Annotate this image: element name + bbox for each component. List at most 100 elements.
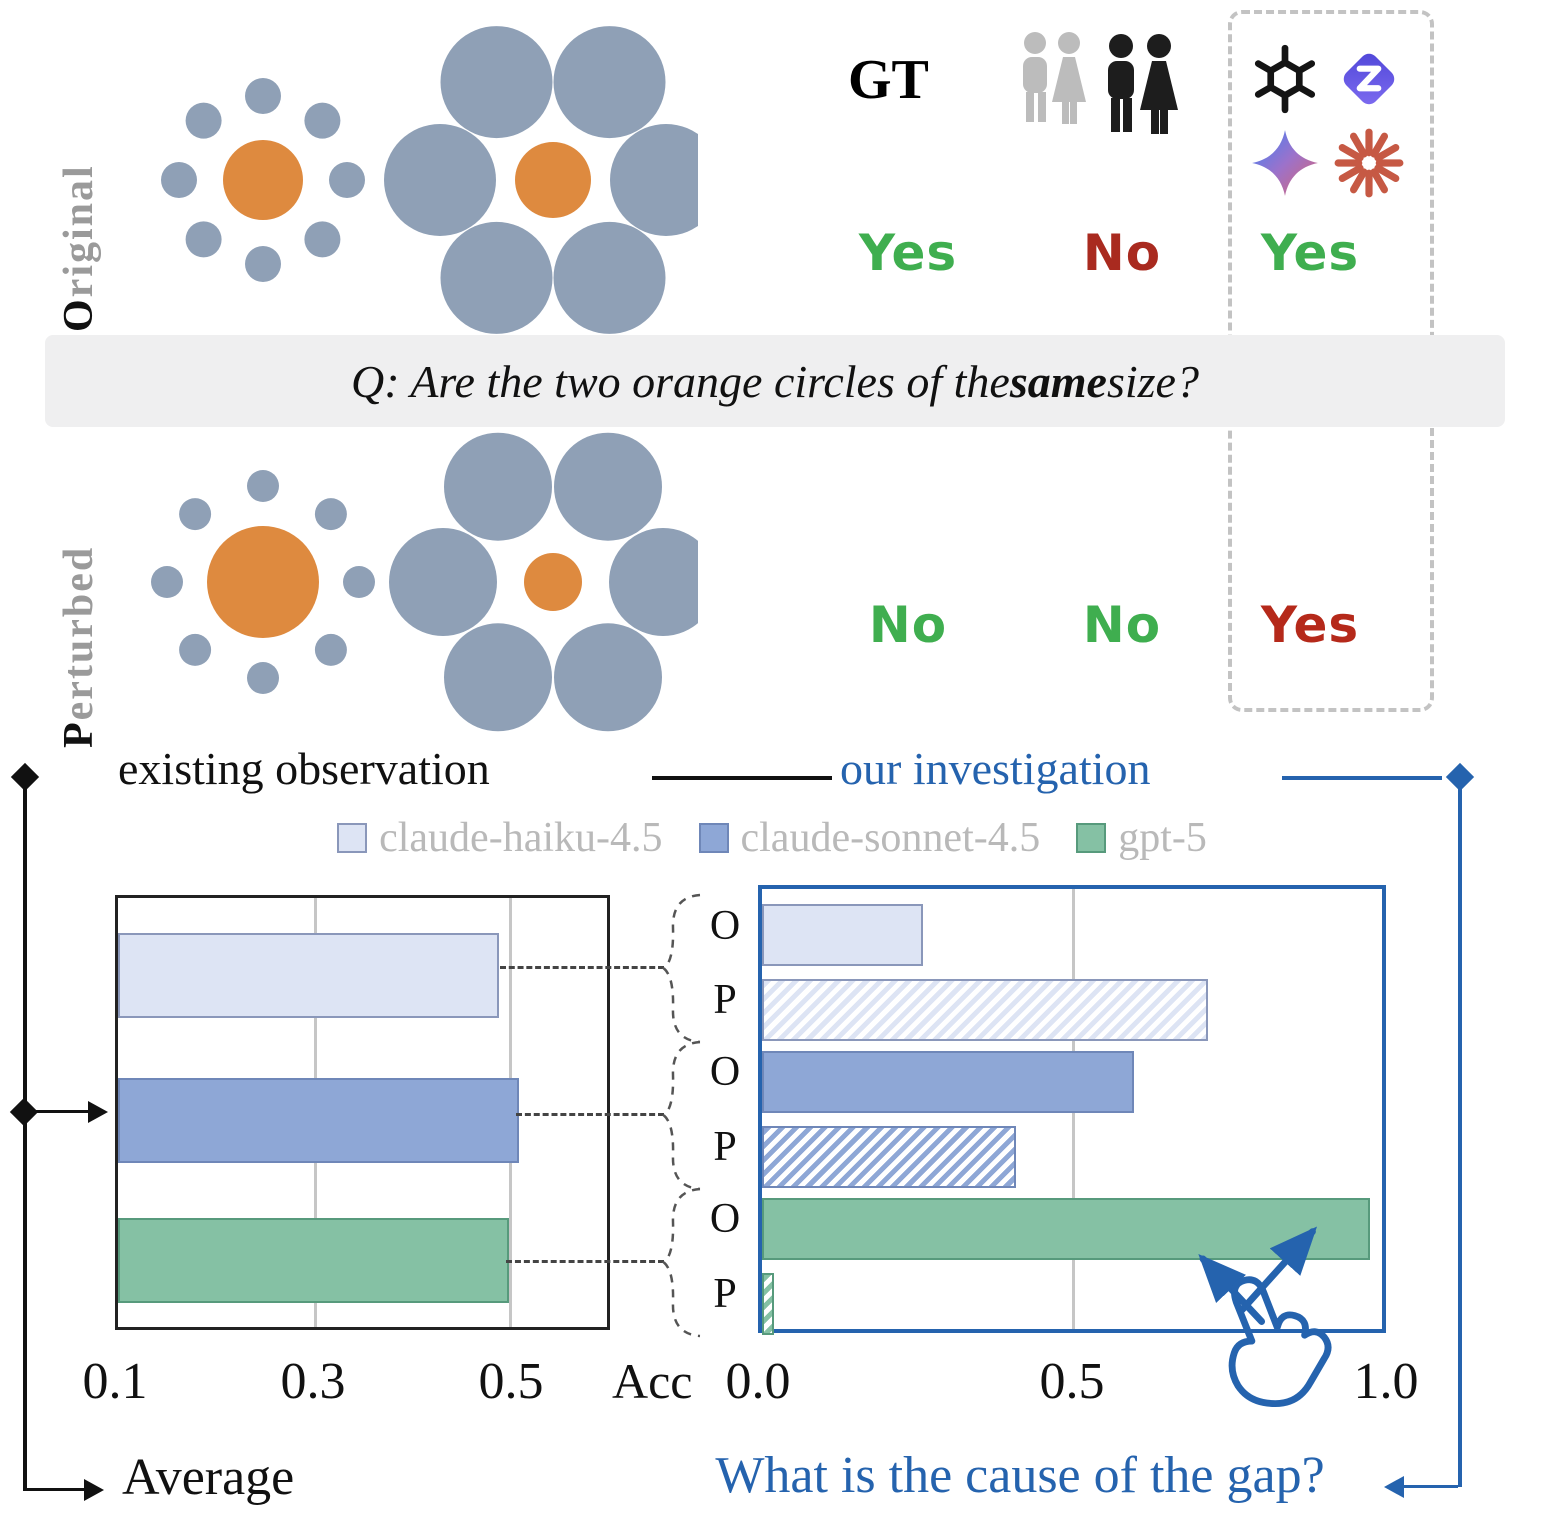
average-chart-plot	[115, 895, 610, 1330]
surround-circle	[553, 221, 666, 334]
surround-circle	[179, 633, 212, 666]
humans-black-pair-icon	[1108, 34, 1178, 134]
humans-gray-pair-icon	[1023, 32, 1086, 124]
perturbed-label-initial: P	[56, 720, 102, 748]
surround-circle	[179, 498, 212, 531]
left-flow-vline	[23, 777, 27, 1490]
original-humans-answer: No	[1082, 224, 1162, 282]
original-gt-answer: Yes	[858, 224, 958, 282]
red-asterisk-logo-icon	[1334, 128, 1404, 198]
surround-circle	[151, 566, 183, 598]
gt-label: GT	[848, 49, 929, 111]
perturbed-models-answer: Yes	[1260, 596, 1360, 654]
avg-bar-claude-haiku-4.5	[118, 933, 500, 1018]
sonnet-pair-brace	[662, 1040, 701, 1191]
surround-circle	[161, 162, 197, 198]
surround-circle	[444, 623, 552, 732]
surround-circle	[185, 102, 222, 139]
original-illusion	[161, 26, 698, 334]
O-bar-gpt-5	[762, 1198, 1370, 1260]
divider-line-black	[652, 776, 832, 780]
surround-circle	[247, 662, 279, 694]
surround-circle	[554, 432, 662, 541]
average-caption: Average	[122, 1449, 295, 1506]
center-orange-circle-1	[524, 553, 582, 611]
perturbed-gt-answer: No	[868, 596, 948, 654]
connector-haiku	[500, 966, 664, 969]
surround-circle	[245, 78, 281, 114]
center-orange-circle-0	[207, 526, 319, 638]
legend-swatch-icon	[1076, 823, 1107, 853]
surround-circle	[314, 633, 347, 666]
avg-bar-claude-sonnet-4.5	[118, 1078, 519, 1163]
original-label-initial: O	[56, 297, 102, 332]
right-flow-vline	[1458, 777, 1462, 1487]
legend: claude-haiku-4.5 claude-sonnet-4.5 gpt-5	[120, 814, 1424, 862]
surround-circle	[245, 246, 281, 282]
gap-arrowhead-icon	[1384, 1476, 1404, 1498]
legend-label: gpt-5	[1118, 815, 1207, 861]
haiku-original-label: O	[709, 903, 741, 949]
P-bar-gpt-5	[762, 1273, 775, 1335]
axis-tick: 0.5	[1039, 1353, 1105, 1410]
P-bar-claude-sonnet-4.5	[762, 1126, 1017, 1188]
legend-item: claude-sonnet-4.5	[698, 814, 1041, 862]
surround-circle	[384, 124, 496, 236]
surround-circle	[247, 470, 279, 502]
surround-circle	[329, 162, 365, 198]
haiku-pair-brace	[662, 893, 701, 1044]
legend-swatch-icon	[337, 823, 368, 853]
legend-item: gpt-5	[1076, 814, 1207, 862]
original-label-rest: riginal	[56, 164, 102, 298]
perturbed-label-rest: erturbed	[56, 545, 102, 721]
acc-axis-label: Acc	[612, 1353, 693, 1409]
legend-swatch-icon	[698, 823, 729, 853]
purple-knot-logo-icon	[1343, 53, 1395, 105]
gpt5-pair-brace	[662, 1187, 701, 1338]
existing-observation-heading: existing observation	[118, 743, 490, 794]
gradient-star-logo-icon	[1252, 130, 1318, 196]
center-orange-circle-1	[515, 142, 591, 218]
surround-circle	[304, 102, 341, 139]
question-prefix: Q: Are the two orange circles of the	[351, 355, 1010, 407]
axis-tick: 0.0	[725, 1353, 791, 1410]
original-row-label: Original	[55, 42, 103, 332]
legend-label: claude-sonnet-4.5	[740, 815, 1041, 861]
gpt5-original-label: O	[709, 1196, 741, 1242]
surround-circle	[343, 566, 375, 598]
O-bar-claude-haiku-4.5	[762, 904, 924, 966]
average-arrowhead-icon	[84, 1479, 104, 1501]
surround-circle	[444, 432, 552, 541]
perturbed-row-label: Perturbed	[55, 448, 103, 748]
surround-circle	[553, 26, 666, 139]
gpt5-perturbed-label: P	[713, 1271, 737, 1317]
average-pointer-line	[34, 1110, 90, 1113]
connector-sonnet	[516, 1113, 664, 1116]
O-bar-claude-sonnet-4.5	[762, 1051, 1134, 1113]
surround-circle	[185, 221, 222, 258]
surround-circle	[389, 528, 497, 636]
perturbed-humans-answer: No	[1082, 596, 1162, 654]
divider-line-blue	[1282, 776, 1442, 780]
surround-circle	[609, 528, 698, 636]
haiku-perturbed-label: P	[713, 977, 737, 1023]
legend-item: claude-haiku-4.5	[337, 814, 663, 862]
openai-logo-icon	[1254, 44, 1316, 114]
perturbed-illusion	[151, 432, 698, 732]
sonnet-perturbed-label: P	[713, 1124, 737, 1170]
axis-tick: 0.5	[478, 1353, 544, 1410]
axis-tick: 0.1	[82, 1353, 148, 1410]
legend-label: claude-haiku-4.5	[379, 815, 663, 861]
avg-bar-gpt-5	[118, 1218, 510, 1303]
sonnet-original-label: O	[709, 1049, 741, 1095]
surround-circle	[314, 498, 347, 531]
surround-circle	[440, 221, 553, 334]
surround-circle	[304, 221, 341, 258]
center-orange-circle-0	[223, 140, 303, 220]
original-models-answer: Yes	[1260, 224, 1360, 282]
question-emphasis: same	[1009, 355, 1107, 407]
gap-arrow-line	[1404, 1485, 1458, 1488]
